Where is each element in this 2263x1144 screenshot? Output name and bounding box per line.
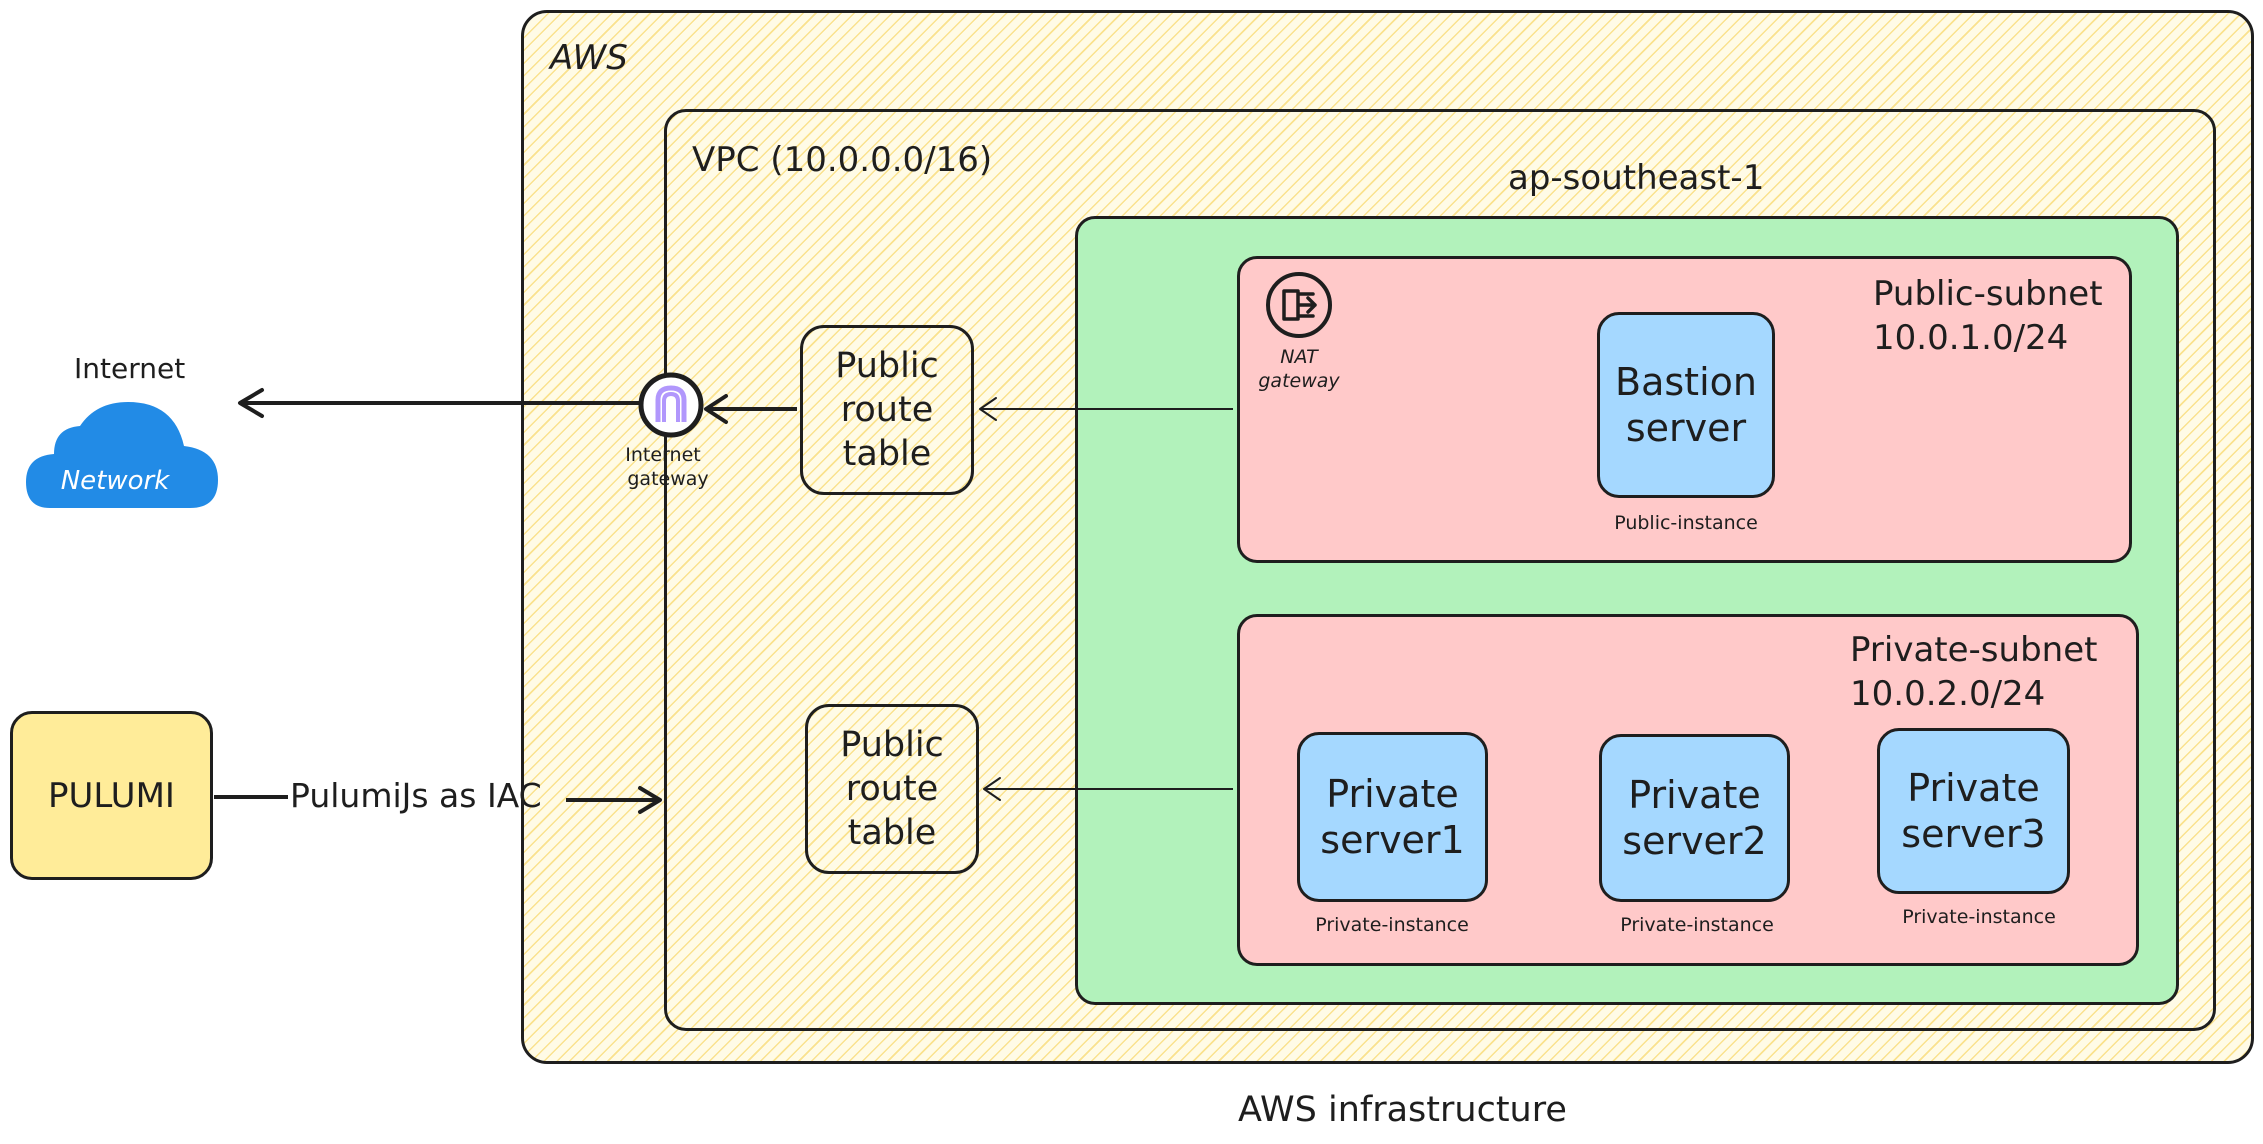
- private-server-1-line1: Private: [1326, 772, 1459, 816]
- internet-gateway-label-1: Internet: [625, 444, 701, 466]
- private-server-2-line1: Private: [1628, 773, 1761, 817]
- cloud-text: Network: [60, 466, 170, 496]
- nat-gateway-label-2: gateway: [1258, 370, 1340, 392]
- route-table-public-line2: route: [840, 390, 934, 430]
- region-label: ap-southeast-1: [1508, 158, 1765, 198]
- bastion-server: Bastion server: [1597, 312, 1775, 498]
- internet-gateway-icon: [638, 372, 704, 438]
- nat-gateway-label-1: NAT: [1280, 346, 1318, 368]
- route-table-public-line3: table: [842, 434, 932, 474]
- public-subnet-name: Public-subnet: [1873, 274, 2103, 314]
- bastion-server-caption: Public-instance: [1614, 512, 1758, 534]
- private-server-2-line2: server2: [1622, 819, 1767, 863]
- private-server-2: Private server2: [1599, 734, 1790, 902]
- cloud-icon: [26, 402, 218, 508]
- vpc-label: VPC (10.0.0.0/16): [692, 140, 993, 180]
- route-table-private-line2: route: [845, 769, 939, 809]
- private-server-3-caption: Private-instance: [1902, 906, 2056, 928]
- private-server-1-line2: server1: [1320, 818, 1465, 862]
- internet-label: Internet: [74, 352, 186, 385]
- arrowhead-internet: [238, 388, 264, 418]
- route-table-private-line1: Public: [840, 725, 944, 765]
- route-table-public: Public route table: [800, 325, 974, 495]
- arrowhead-vpc: [638, 786, 662, 814]
- diagram-caption: AWS infrastructure: [1238, 1090, 1567, 1130]
- private-server-2-caption: Private-instance: [1620, 914, 1774, 936]
- arrowhead-private-route-table: [983, 777, 1001, 801]
- vpc-container: [664, 109, 2216, 1031]
- private-server-3-line2: server3: [1901, 812, 2046, 856]
- pulumi-label: PULUMI: [48, 775, 175, 816]
- pulumi-box: PULUMI: [10, 711, 213, 880]
- route-table-private-line3: table: [847, 813, 937, 853]
- public-subnet-cidr: 10.0.1.0/24: [1873, 318, 2069, 358]
- private-server-1-caption: Private-instance: [1315, 914, 1469, 936]
- pulumi-arrow-label: PulumiJs as IAC: [290, 776, 542, 815]
- aws-label: AWS: [550, 38, 628, 78]
- private-subnet-cidr: 10.0.2.0/24: [1850, 674, 2046, 714]
- private-server-3: Private server3: [1877, 728, 2070, 894]
- route-table-public-line1: Public: [835, 346, 939, 386]
- route-table-private: Public route table: [805, 704, 979, 874]
- bastion-server-line2: server: [1625, 406, 1747, 450]
- arrowhead-igw: [704, 394, 728, 424]
- nat-gateway-icon: [1266, 272, 1332, 338]
- private-server-3-line1: Private: [1907, 766, 2040, 810]
- arrowhead-public-route-table: [979, 397, 997, 421]
- bastion-server-line1: Bastion: [1615, 360, 1757, 404]
- private-server-1: Private server1: [1297, 732, 1488, 902]
- internet-gateway-label-2: gateway: [627, 468, 709, 490]
- private-subnet-name: Private-subnet: [1850, 630, 2098, 670]
